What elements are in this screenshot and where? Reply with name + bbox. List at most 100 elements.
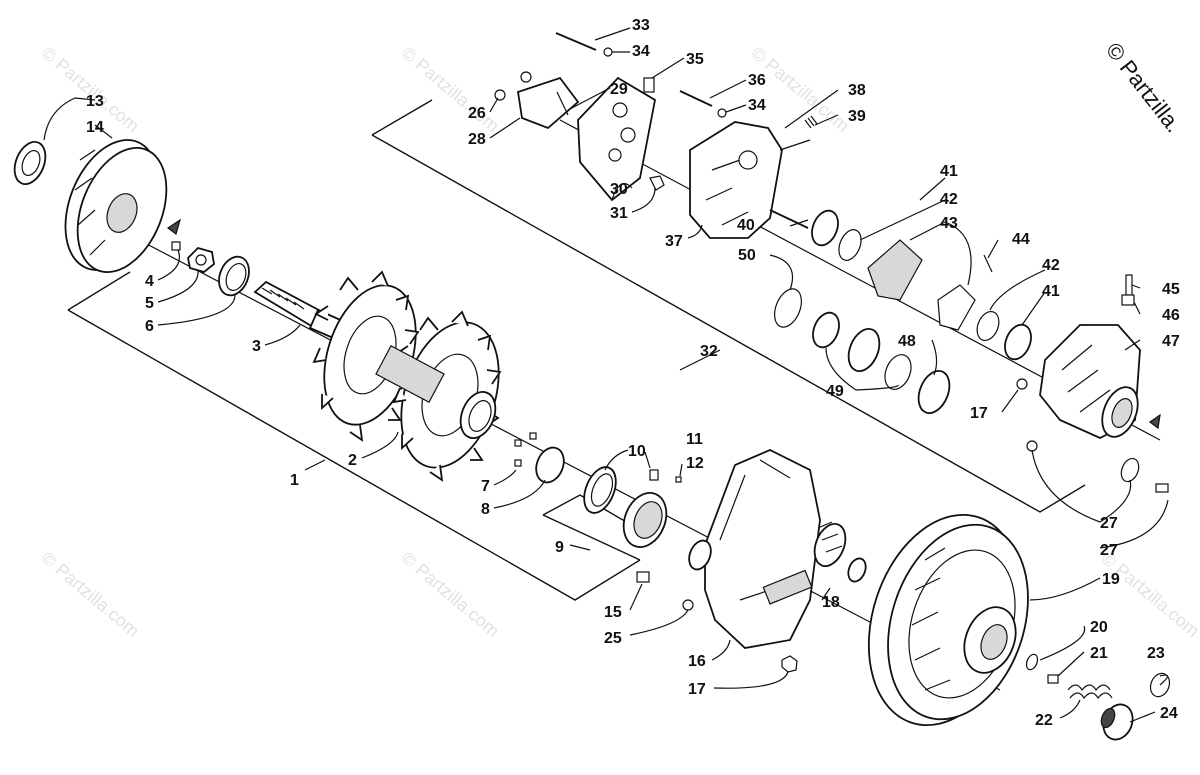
bolt-part-15 <box>636 571 650 583</box>
callout-6: 6 <box>145 318 154 335</box>
callout-32: 32 <box>700 343 718 360</box>
nut-part-27b <box>494 89 506 101</box>
bearing-housing-part-47 <box>1039 324 1141 439</box>
callout-30: 30 <box>610 181 628 198</box>
callout-3: 3 <box>252 338 261 355</box>
callout-22: 22 <box>1035 712 1053 729</box>
callout-37: 37 <box>665 233 683 250</box>
nut-part-17b <box>1016 378 1028 390</box>
spring-part-22 <box>1067 684 1113 700</box>
callout-23: 23 <box>1147 645 1165 662</box>
pin-part-7b <box>529 432 537 440</box>
seal-part-49 <box>847 328 881 372</box>
callout-17a: 17 <box>688 681 706 698</box>
seal-part-48 <box>917 370 951 414</box>
callout-31: 31 <box>610 205 628 222</box>
callout-41b: 41 <box>1042 283 1060 300</box>
callout-17b: 17 <box>970 405 988 422</box>
pin-part-38 <box>779 139 811 151</box>
caliper-part-37 <box>689 121 783 239</box>
callout-29: 29 <box>610 81 628 98</box>
callout-49: 49 <box>826 383 844 400</box>
bearing-part-6 <box>218 255 250 297</box>
callout-1: 1 <box>290 472 299 489</box>
washer-part-34 <box>603 47 613 57</box>
pin-part-4 <box>171 241 181 251</box>
fitting-part-11 <box>649 469 659 481</box>
bolt-part-25 <box>1155 483 1169 493</box>
callout-5: 5 <box>145 295 154 312</box>
callout-12: 12 <box>686 455 704 472</box>
callout-34b: 34 <box>748 97 766 114</box>
bearing-part-41 <box>811 209 839 247</box>
callout-9: 9 <box>555 539 564 556</box>
arrow-marker <box>166 218 182 236</box>
nut-part-5 <box>187 246 215 273</box>
callout-28: 28 <box>468 131 486 148</box>
washer-part-34b <box>717 108 727 118</box>
cap-part-24 <box>1100 703 1134 741</box>
pin-part-40 <box>769 209 809 229</box>
callout-18: 18 <box>822 594 840 611</box>
bearing-part-41b <box>1004 323 1032 361</box>
callout-45: 45 <box>1162 281 1180 298</box>
callout-38: 38 <box>848 82 866 99</box>
callout-10: 10 <box>628 443 646 460</box>
callout-19: 19 <box>1102 571 1120 588</box>
callout-48: 48 <box>898 333 916 350</box>
callout-14: 14 <box>86 119 104 136</box>
pin-part-7c <box>514 459 522 467</box>
watermark-text: © Partzilla.com <box>397 43 503 136</box>
watermark-text: © Partzilla.com <box>1097 548 1200 641</box>
callout-24: 24 <box>1160 705 1178 722</box>
drive-sprocket-part-2 <box>312 270 502 482</box>
drive-pulley-part-14 <box>64 139 168 274</box>
housing-part-28 <box>516 71 580 130</box>
callout-labels: 13 14 4 5 6 3 1 2 7 8 9 10 11 12 15 25 1… <box>86 17 1180 729</box>
callout-46: 46 <box>1162 307 1180 324</box>
nut-part-27 <box>682 599 694 611</box>
fitting-part-45 <box>1125 274 1133 296</box>
bolt-part-33 <box>555 32 597 51</box>
brake-pad-part-43 <box>867 239 923 301</box>
nut-part-17 <box>781 655 798 673</box>
bracket-line <box>67 271 131 311</box>
callout-44: 44 <box>1012 231 1030 248</box>
bolt-part-21 <box>1047 674 1059 684</box>
ring-part-18 <box>847 557 867 583</box>
bolt-part-31 <box>649 175 665 191</box>
clip-part-39 <box>804 115 818 129</box>
fitting-part-46 <box>1121 294 1135 306</box>
ring-part-42b <box>976 310 1000 342</box>
bracket-line <box>542 494 641 531</box>
copyright-text: © Partzilla. <box>1101 38 1186 137</box>
bracket-line <box>542 514 641 561</box>
ring-part-10 <box>583 466 617 514</box>
nut-part-26 <box>1026 440 1038 452</box>
ring-part-48 <box>884 354 912 390</box>
callout-50: 50 <box>738 247 756 264</box>
arrow-marker <box>1148 413 1161 430</box>
pin-part-12 <box>675 476 682 483</box>
callout-43: 43 <box>940 215 958 232</box>
watermark-text: © Partzilla.com <box>747 43 853 136</box>
callout-27b: 26 <box>468 105 486 122</box>
watermark-text: © Partzilla.com <box>37 548 143 641</box>
lock-ring-part-13 <box>13 141 47 185</box>
pin-part-44 <box>983 254 993 273</box>
callout-20: 20 <box>1090 619 1108 636</box>
watermark-text: © Partzilla.com <box>397 548 503 641</box>
drive-shaft-part-3 <box>253 280 347 342</box>
snap-ring-part-50 <box>773 288 803 328</box>
callout-21: 21 <box>1090 645 1108 662</box>
washer-part-20 <box>1025 653 1039 671</box>
callout-4: 4 <box>145 273 154 290</box>
gasket-part-30 <box>577 76 657 202</box>
callout-8: 8 <box>481 501 490 518</box>
callout-2: 2 <box>348 452 357 469</box>
callout-26: 27 <box>1100 515 1118 532</box>
callout-16: 16 <box>688 653 706 670</box>
clutch-part-19 <box>867 514 1029 726</box>
bracket-line <box>67 309 641 601</box>
callout-34a: 34 <box>632 43 650 60</box>
